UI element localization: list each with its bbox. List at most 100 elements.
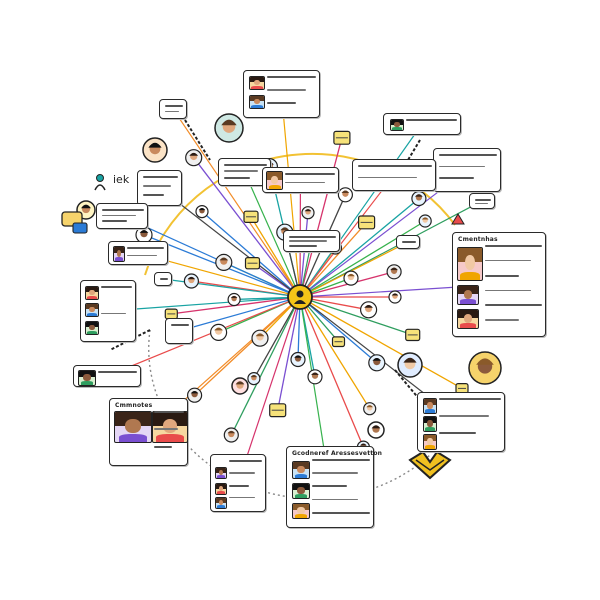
profile-photo <box>85 303 99 317</box>
avatar-hair <box>360 443 367 446</box>
connection-line <box>299 220 426 298</box>
profile-photo <box>457 309 479 329</box>
text-line <box>439 398 501 400</box>
text-line <box>229 472 256 474</box>
chat-bubble-icon[interactable] <box>72 222 88 234</box>
card-bottom-mid[interactable] <box>210 454 266 512</box>
avatar-hair <box>421 217 429 220</box>
card-left-large[interactable] <box>80 280 136 342</box>
card-bottom-center[interactable]: Gcodneref Aressesvetton <box>286 446 382 528</box>
text-line <box>402 241 416 243</box>
profile-hair <box>371 425 381 429</box>
text-line <box>406 119 457 121</box>
card-left-row[interactable] <box>108 241 168 265</box>
avatar-hair <box>341 190 350 193</box>
text-line <box>229 484 249 487</box>
profile-photo <box>113 246 125 262</box>
card-center-left[interactable] <box>165 318 193 344</box>
chain-link <box>394 369 421 401</box>
connection-line <box>178 116 301 298</box>
text-line <box>485 245 542 247</box>
connection-line <box>299 296 364 448</box>
profile-photo <box>215 497 227 509</box>
avatar-hair <box>230 295 238 298</box>
text-line <box>154 445 172 448</box>
profile-photo <box>292 503 310 519</box>
text-line <box>102 214 136 217</box>
text-line <box>127 254 157 256</box>
connection-line <box>299 296 438 405</box>
card-top-tiny[interactable] <box>154 272 172 286</box>
card-center-tiny[interactable] <box>396 235 420 249</box>
avatar-hair <box>304 209 312 212</box>
profile-photo <box>292 461 310 479</box>
text-line <box>102 209 144 211</box>
avatar-hair <box>227 430 236 434</box>
connection-line <box>277 296 301 411</box>
connection-line <box>299 212 309 298</box>
profile-photo <box>292 483 310 499</box>
connection-line <box>299 296 463 389</box>
text-line <box>98 371 137 373</box>
card-top-right[interactable] <box>383 113 461 135</box>
text-line <box>267 102 297 104</box>
connection-line <box>283 117 301 298</box>
card-top[interactable] <box>243 70 320 118</box>
card-mid-top-right[interactable] <box>352 159 436 191</box>
profile-photo <box>114 411 152 443</box>
avatar-hair <box>219 257 229 261</box>
text-line <box>154 411 184 413</box>
profile-photo <box>423 434 437 450</box>
card-right-lower[interactable] <box>417 392 505 452</box>
avatar-hair <box>187 276 196 280</box>
text-line <box>143 176 178 178</box>
text-line <box>267 89 307 91</box>
text-line <box>485 289 531 291</box>
connection-line <box>250 216 301 298</box>
connection-line <box>191 296 301 329</box>
card-right-big[interactable]: Cmentnhas <box>452 232 546 337</box>
text-line <box>127 247 164 249</box>
card-small-left[interactable] <box>73 365 141 387</box>
card-left-middle[interactable] <box>96 203 148 229</box>
text-line <box>485 319 520 321</box>
card-right-small[interactable] <box>469 193 495 209</box>
text-line <box>485 304 542 307</box>
profile-photo <box>85 286 99 300</box>
card-left-upper[interactable] <box>137 170 182 206</box>
avatar-hair <box>347 273 355 277</box>
card-title: Gcodneref Aressesvetton <box>292 450 383 457</box>
text-line <box>165 105 183 107</box>
profile-photo <box>85 321 99 335</box>
card-mid-top[interactable] <box>262 167 339 193</box>
avatar-hair <box>214 327 223 331</box>
card-center-banner[interactable] <box>283 230 340 252</box>
text-line <box>289 244 318 247</box>
text-line <box>289 240 327 242</box>
text-line <box>439 154 497 156</box>
profile-photo <box>266 171 283 190</box>
connection-line <box>173 198 301 298</box>
avatar-hair <box>198 208 206 211</box>
text-line <box>439 432 477 434</box>
text-line <box>229 496 256 499</box>
card-right-upper[interactable] <box>433 148 501 192</box>
text-line <box>475 202 488 204</box>
card-bottom-left[interactable]: Cmmnotes <box>109 398 188 466</box>
avatar-hair <box>372 358 382 361</box>
text-line <box>224 176 250 179</box>
avatar-hair <box>139 230 149 233</box>
profile-hair <box>81 204 91 209</box>
profile-photo <box>423 398 437 414</box>
text-line <box>285 173 335 175</box>
text-line <box>143 185 171 187</box>
card-top-left-small[interactable] <box>159 99 187 119</box>
text-line <box>289 236 336 238</box>
people-link-icon-body <box>94 184 106 191</box>
profile-photo <box>423 416 437 432</box>
connection-line <box>253 296 301 379</box>
chain-link <box>184 119 211 161</box>
text-line <box>224 170 259 172</box>
text-line <box>358 176 418 178</box>
